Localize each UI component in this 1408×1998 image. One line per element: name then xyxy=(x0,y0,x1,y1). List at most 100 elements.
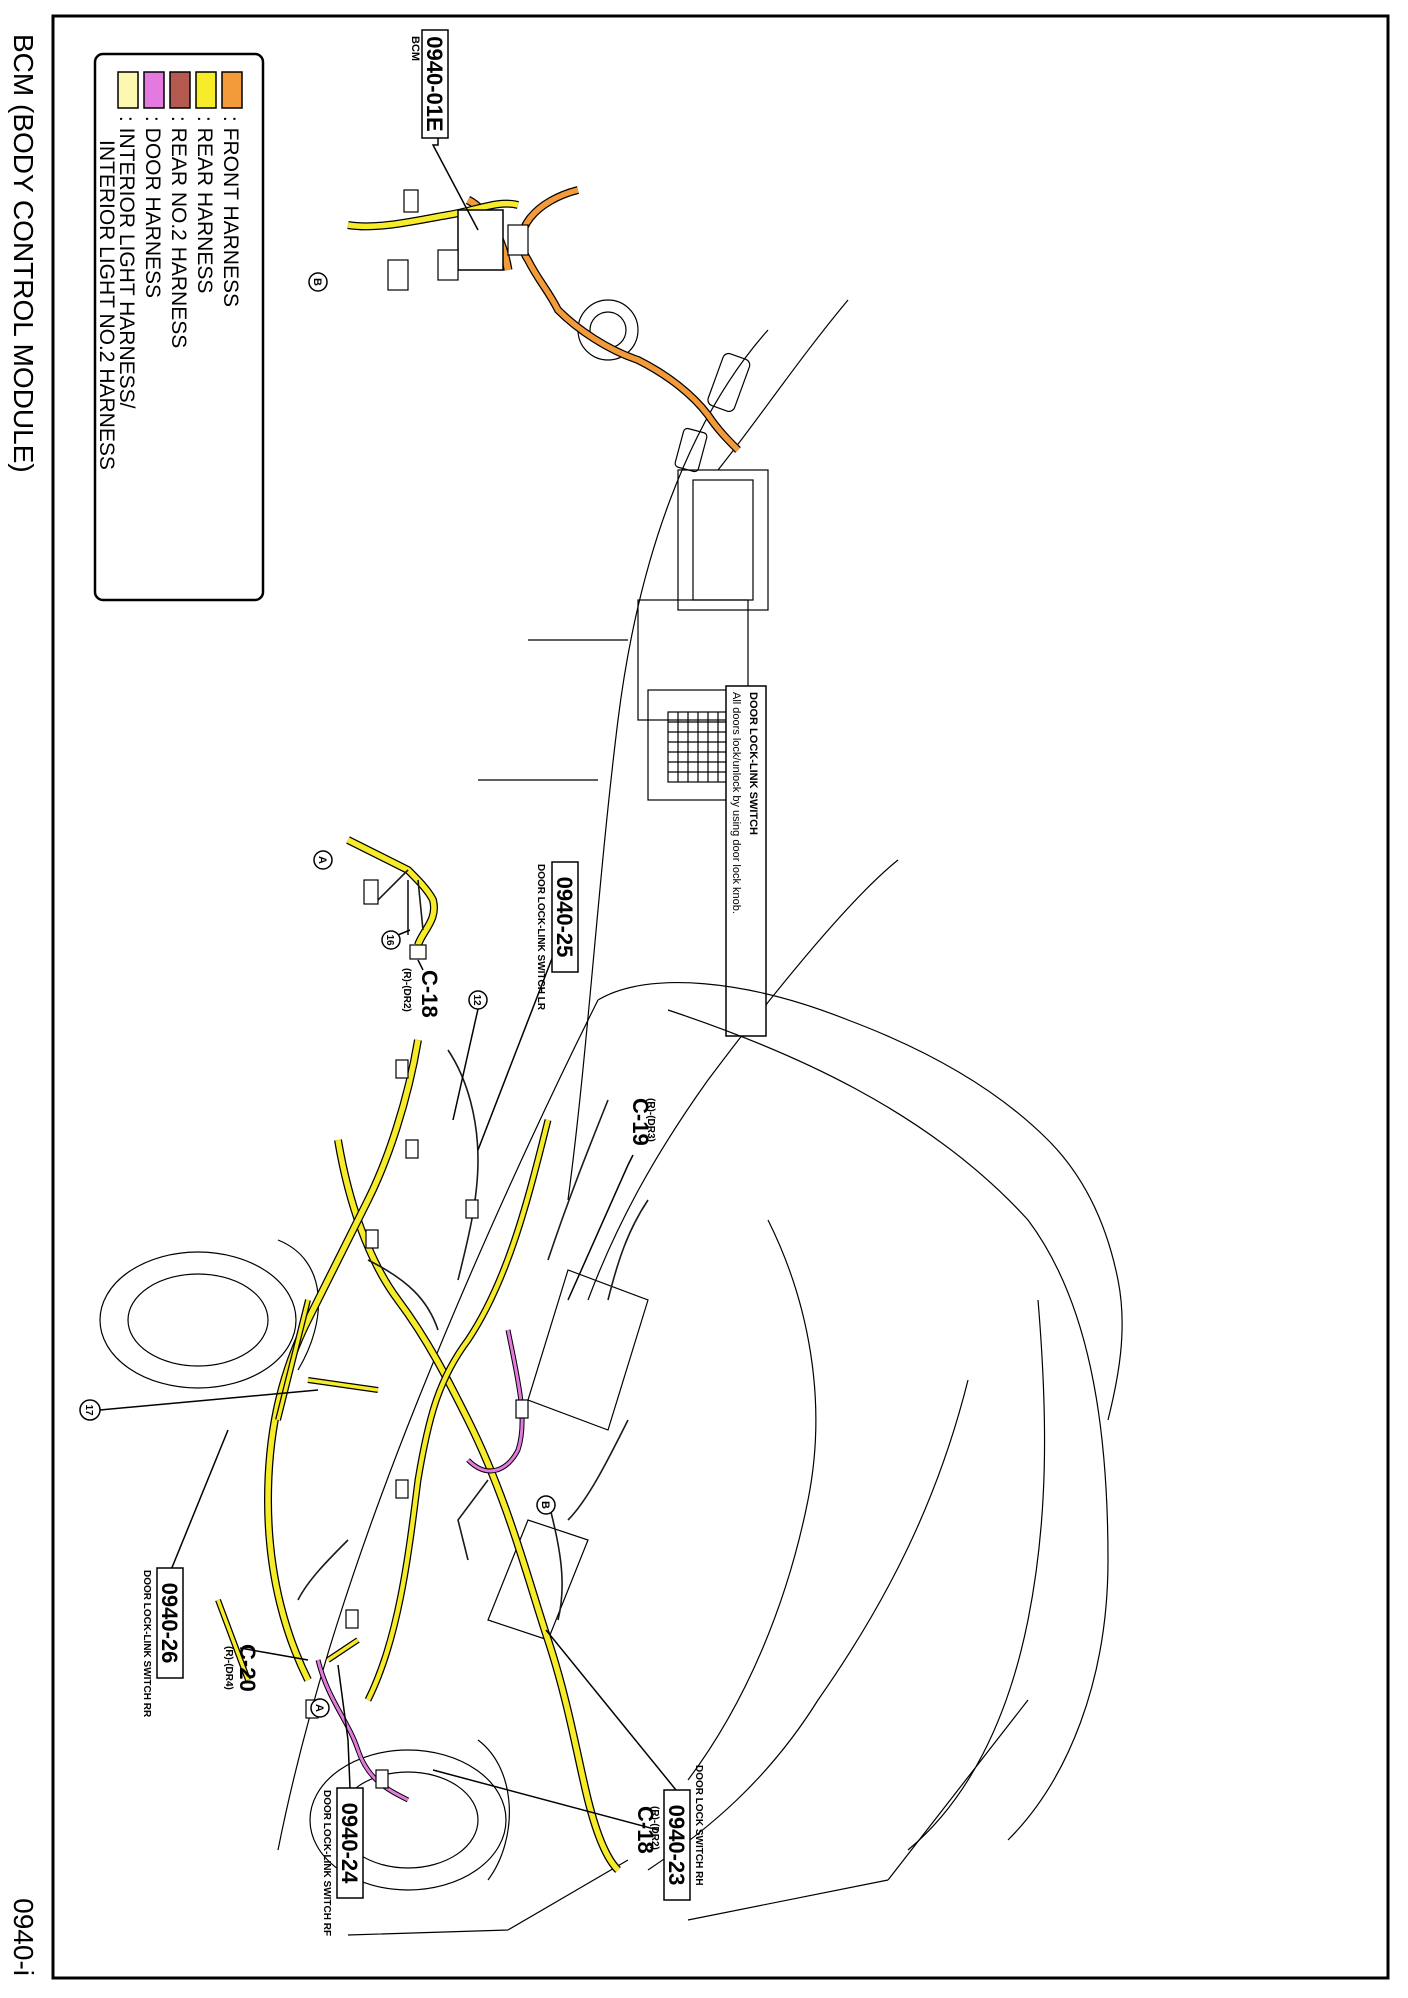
dash-outline xyxy=(567,329,769,1201)
legend-item-door: : DOOR HARNESS xyxy=(141,71,165,298)
marker-b-top-label: B xyxy=(311,278,323,286)
rr-leader xyxy=(170,1429,229,1571)
rh-code: 0940-23 xyxy=(664,1805,689,1886)
legend-swatch xyxy=(117,71,139,109)
connector xyxy=(515,1399,529,1419)
page-title: BCM (BODY CONTROL MODULE) xyxy=(8,34,39,473)
legend-swatch xyxy=(195,71,217,109)
marker-a-bottom-label: A xyxy=(313,1704,325,1712)
c18-top-connector xyxy=(409,944,427,960)
connector xyxy=(465,1199,479,1219)
marker-12-label: 12 xyxy=(471,994,482,1006)
wheel-rear xyxy=(99,1251,297,1389)
note-body: All doors lock/unlock by using door lock… xyxy=(730,692,742,914)
lr-caption: DOOR LOCK-LINK SWITCH LR xyxy=(535,864,546,1011)
c20-leader xyxy=(239,1647,309,1661)
legend-item-rear: : REAR HARNESS xyxy=(193,71,217,293)
marker-b-bottom-label: B xyxy=(539,1501,551,1509)
body-outline xyxy=(347,1699,1029,1936)
pedal xyxy=(707,352,751,413)
bcm-connector xyxy=(387,259,409,291)
legend-label: : REAR NO.2 HARNESS xyxy=(167,116,190,348)
legend-item-rear-no2: : REAR NO.2 HARNESS xyxy=(167,71,191,348)
bcm-connector xyxy=(507,224,529,256)
connector xyxy=(395,1059,409,1079)
c18-top-ref: (R)-(DR2) xyxy=(401,968,412,1012)
rf-caption: DOOR LOCK-LINK SWITCH RF xyxy=(321,1790,332,1936)
body-outline xyxy=(687,1219,817,1781)
body-outline xyxy=(907,1299,1046,1851)
marker-a-top-label: A xyxy=(316,856,328,864)
c20-ref: (R)-(DR4) xyxy=(223,1646,234,1690)
marker-16-leader xyxy=(397,929,411,936)
dash-outline xyxy=(478,639,628,781)
c19-code: C-19 xyxy=(628,1098,653,1146)
body-outline xyxy=(647,1379,969,1871)
marker-17-leader xyxy=(99,1389,319,1411)
legend-swatch xyxy=(143,71,165,109)
connector xyxy=(405,1139,419,1159)
marker-17-label: 17 xyxy=(83,1404,94,1416)
legend-swatch xyxy=(221,71,243,109)
c19-ref: (R)-(DR3) xyxy=(645,1098,656,1142)
rear-harness xyxy=(335,1139,621,1872)
vehicle-view: 12 B A 17 0940-25 DOOR LOCK-LINK SWITCH … xyxy=(79,861,1123,1936)
c18-top-code: C-18 xyxy=(417,970,442,1018)
bcm-connector xyxy=(437,249,459,281)
legend: : FRONT HARNESS : REAR HARNESS : REAR NO… xyxy=(93,52,265,602)
connector xyxy=(363,879,379,905)
door-harness xyxy=(316,1659,409,1802)
rr-caption: DOOR LOCK-LINK SWITCH RR xyxy=(141,1570,152,1718)
wheel-front xyxy=(309,1749,507,1891)
legend-box xyxy=(93,52,265,602)
rear-harness xyxy=(365,1119,551,1702)
c18-bottom-code: C-18 xyxy=(633,1806,658,1854)
legend-item-interior: : INTERIOR LIGHT HARNESS/ xyxy=(115,71,139,409)
rh-code-box xyxy=(663,1789,691,1901)
note-box xyxy=(725,685,767,1037)
legend-label: : FRONT HARNESS xyxy=(219,116,242,307)
c18-bottom-ref: (R)-(DR2) xyxy=(649,1806,660,1850)
rear-harness xyxy=(307,1378,379,1662)
marker-a-bottom xyxy=(310,1698,330,1718)
rr-code: 0940-26 xyxy=(157,1583,182,1664)
wheel-rear xyxy=(127,1273,269,1367)
marker-16 xyxy=(381,930,401,950)
bcm-code: 0940-01E xyxy=(422,36,447,131)
pedal xyxy=(674,427,708,473)
marker-a-top xyxy=(313,850,333,870)
note-title: DOOR LOCK-LINK SWITCH xyxy=(747,692,759,835)
legend-label: : DOOR HARNESS xyxy=(141,116,164,298)
legend-label: : INTERIOR LIGHT HARNESS/ xyxy=(115,116,138,409)
wire xyxy=(407,879,424,935)
legend-label: : REAR HARNESS xyxy=(193,116,216,293)
wire xyxy=(297,1049,649,1621)
connector xyxy=(345,1609,359,1629)
bcm-code-box xyxy=(421,29,449,139)
connector xyxy=(365,1229,379,1249)
rear-harness xyxy=(216,1299,310,1681)
rear-harness xyxy=(346,837,437,947)
rear-harness xyxy=(347,200,519,230)
bcm-connector xyxy=(403,189,419,213)
legend-continuation: INTERIOR LIGHT NO.2 HARNESS xyxy=(95,140,118,470)
rf-code: 0940-24 xyxy=(337,1803,362,1885)
door-harness xyxy=(466,1329,524,1473)
c18-top-leader xyxy=(417,959,424,971)
connector xyxy=(395,1479,409,1499)
page-code: 0940-i xyxy=(8,1898,39,1976)
c20-code: C-20 xyxy=(235,1644,260,1692)
rh-leader xyxy=(545,1629,677,1791)
marker-12-leader xyxy=(452,1008,479,1121)
door-lock-note: DOOR LOCK-LINK SWITCH All doors lock/unl… xyxy=(725,685,767,1037)
legend-swatch xyxy=(169,71,191,109)
marker-16-label: 16 xyxy=(384,934,395,946)
rear-harness xyxy=(265,1039,421,1682)
wire xyxy=(377,869,409,901)
marker-b-bottom xyxy=(536,1495,556,1515)
legend-item-front: : FRONT HARNESS xyxy=(219,71,243,307)
rf-leader xyxy=(337,1664,351,1789)
body-outline xyxy=(597,981,1123,1421)
